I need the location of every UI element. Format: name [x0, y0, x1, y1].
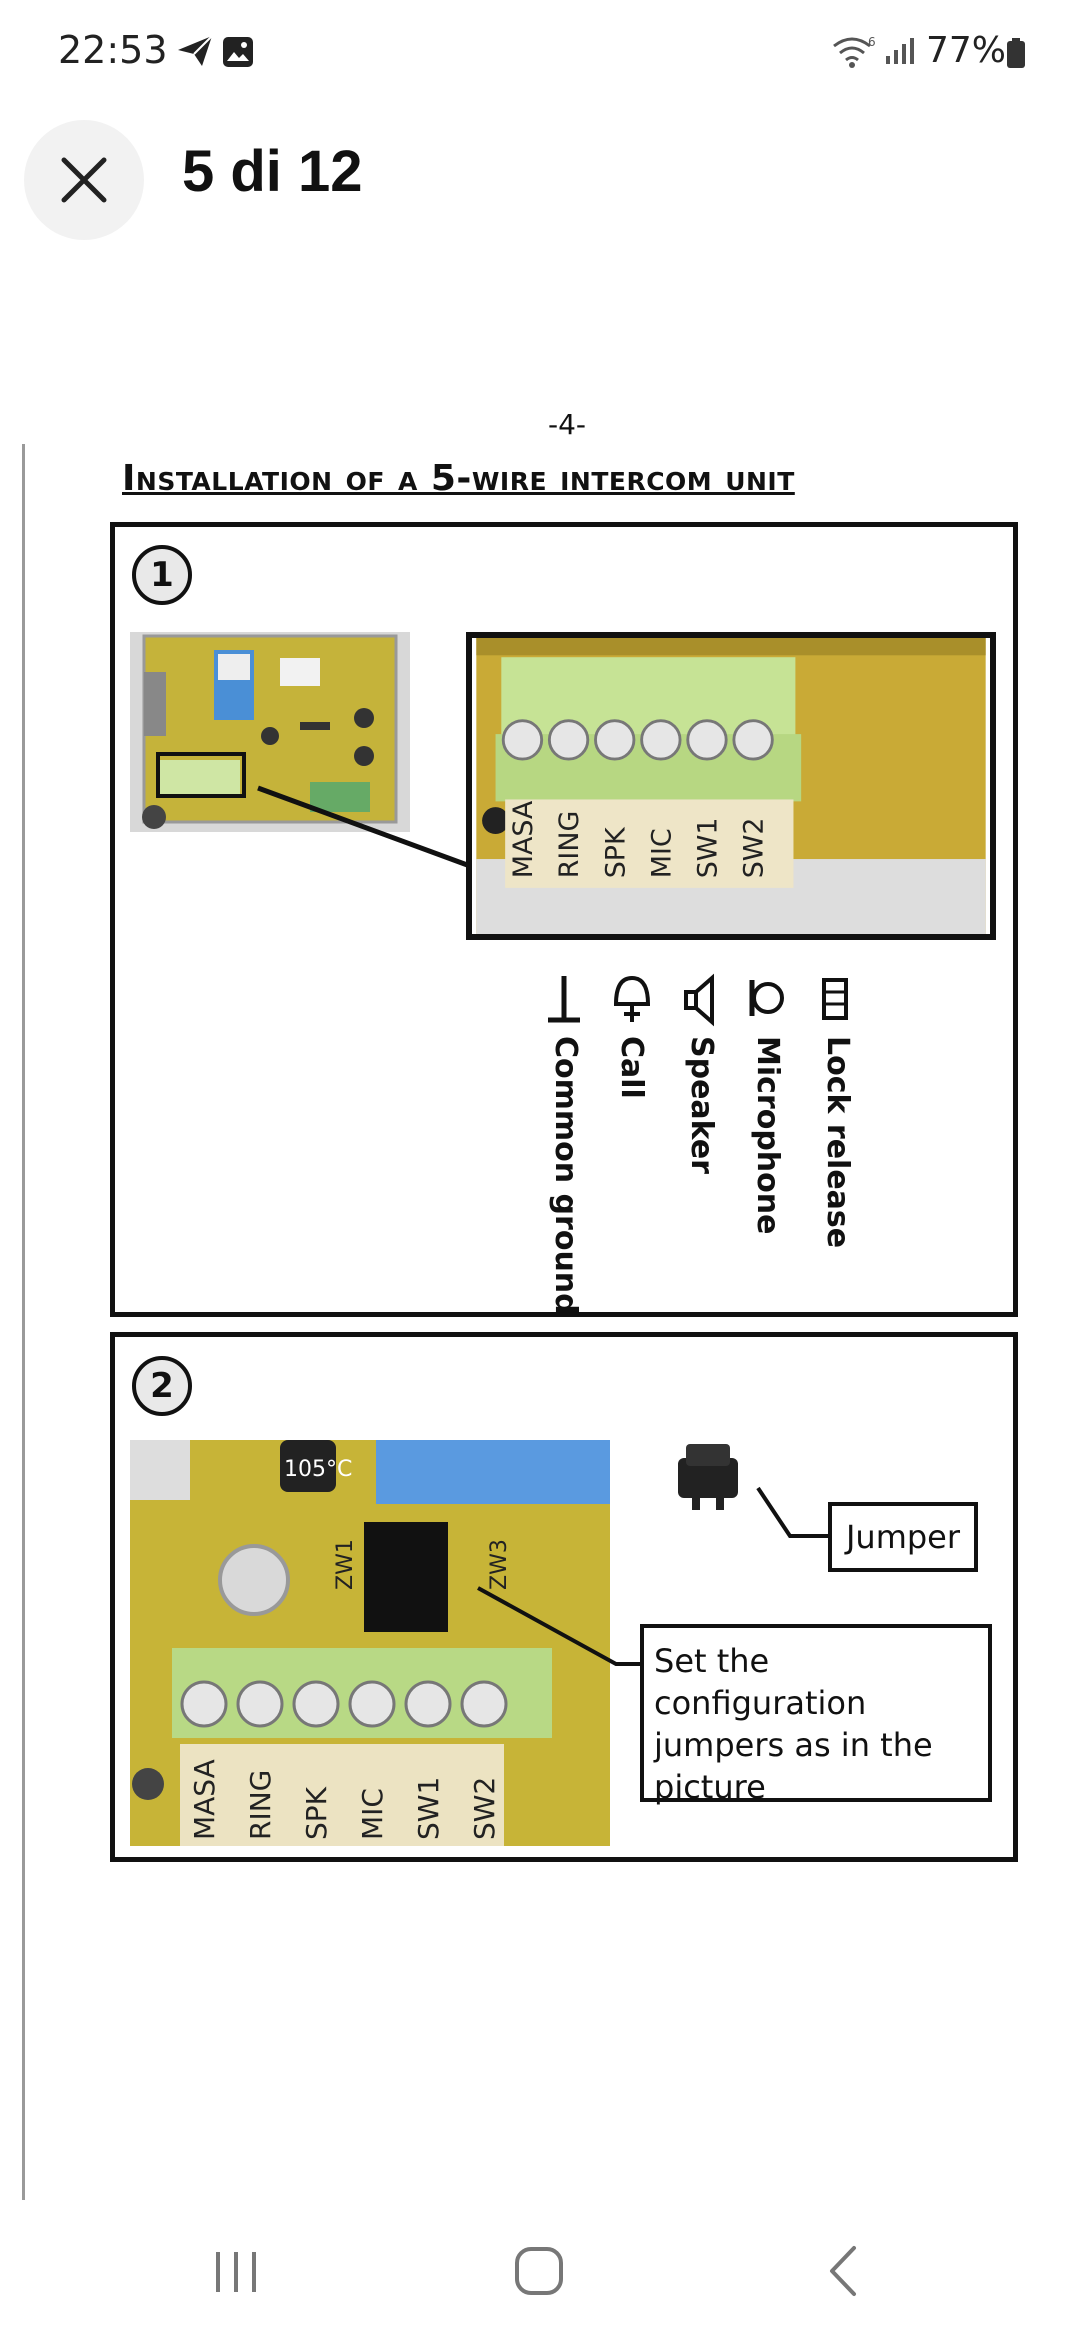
document-left-rule [22, 444, 25, 2200]
bell-icon [613, 975, 651, 1022]
document-page-number: -4- [548, 408, 587, 441]
legend-item-microphone: Microphone [742, 966, 798, 1306]
back-icon[interactable] [824, 2244, 864, 2298]
legend-item-speaker: Speaker [676, 966, 732, 1306]
terminal-label-mic-2: MIC [356, 1788, 389, 1840]
terminal-label-spk: SPK [600, 826, 631, 878]
terminal-label-spk-2: SPK [300, 1786, 333, 1840]
recent-apps-icon[interactable] [210, 2246, 262, 2298]
zw1-label: ZW1 [333, 1539, 358, 1590]
viewer-header: 5 di 12 [0, 110, 1080, 240]
terminal-screws [180, 1680, 508, 1728]
step-number-2: 2 [132, 1356, 192, 1416]
terminal-label-masa: MASA [508, 800, 539, 878]
capacitor-label: 105°C [284, 1457, 352, 1482]
terminal-label-sw1: SW1 [693, 817, 724, 878]
terminal-label-sw2: SW2 [739, 817, 770, 878]
terminal-screws [501, 719, 774, 761]
ground-icon [548, 976, 580, 1023]
status-time: 22:53 [58, 28, 168, 72]
jumper-icon [678, 1444, 738, 1510]
zw3-label: ZW3 [487, 1539, 512, 1590]
svg-text:6: 6 [868, 35, 876, 49]
jumper-label: Jumper [828, 1502, 978, 1572]
panel-step-2 [110, 1332, 1018, 1862]
configuration-note: Set the configuration jumpers as in the … [640, 1624, 992, 1806]
document-title: Installation of a 5-wire intercom unit [122, 458, 795, 499]
step-number-1: 1 [132, 545, 192, 605]
wifi-icon: 6 [833, 35, 876, 68]
battery-icon [1007, 38, 1025, 68]
lock-icon [822, 978, 848, 1020]
legend-item-call: Call [606, 966, 662, 1306]
terminal-block-closeup: MASA RING SPK MIC SW1 SW2 [466, 632, 996, 940]
gallery-icon [223, 37, 253, 67]
panel-step-1 [110, 522, 1018, 1317]
home-icon[interactable] [512, 2244, 566, 2298]
terminal-label-sw1-2: SW1 [412, 1777, 445, 1840]
status-bar: 22:53 6 77% [0, 0, 1080, 110]
terminal-label-mic: MIC [646, 828, 677, 878]
close-icon [61, 157, 107, 203]
signal-icon [886, 38, 914, 64]
battery-percent: 77% [926, 30, 1007, 71]
jumper-configuration-photo: 105°C ZW1 ZW3 MASA RING SPK MIC SW1 SW2 [130, 1440, 610, 1846]
intercom-board-thumbnail [130, 632, 410, 832]
terminal-label-masa-2: MASA [188, 1759, 221, 1840]
legend-item-common-ground: Common ground [540, 966, 596, 1315]
terminal-label-ring-2: RING [244, 1770, 277, 1840]
system-navigation-bar [0, 2200, 1080, 2340]
terminal-legend: Common ground Call Speaker Microphone Lo… [540, 966, 880, 1315]
terminal-label-sw2-2: SW2 [468, 1777, 501, 1840]
page-counter: 5 di 12 [182, 139, 363, 204]
legend-item-lock-release: Lock release [812, 966, 868, 1306]
close-button[interactable] [24, 120, 144, 240]
send-icon [178, 35, 213, 66]
terminal-label-ring: RING [554, 811, 585, 879]
speaker-icon [684, 973, 714, 1027]
microphone-icon [749, 980, 784, 1016]
